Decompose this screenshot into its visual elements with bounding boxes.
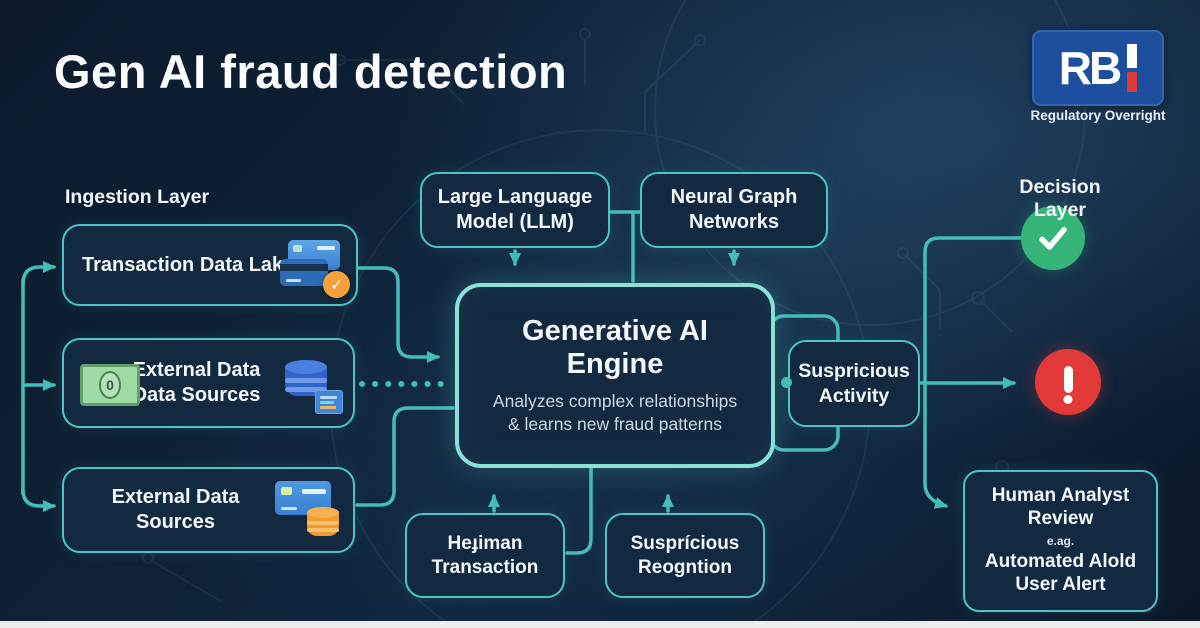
datalake-to-engine	[356, 266, 440, 363]
decision-layer-label: Decision Layer	[1019, 176, 1101, 221]
external-data-sources-box-2: External Data Sources	[62, 467, 355, 553]
automated-alert-label: Automated Alold User Alert	[984, 551, 1137, 595]
cash-icon: 0	[80, 364, 140, 406]
flow-connectors	[21, 210, 1022, 555]
human-analyst-review-box: Human Analyst Review e.ag. Automated Alo…	[963, 470, 1158, 612]
human-review-label: Human Analyst Review	[991, 485, 1130, 530]
llm-label: Large Language Model (LLM)	[437, 186, 593, 233]
transaction-data-lake-box: Transaction Data Lake ✓	[62, 224, 358, 306]
engine-to-transaction	[565, 466, 593, 555]
recognition-input-box: Susprícious Reogntion	[605, 513, 765, 598]
transaction-input-label: Heɟiman Transaction	[431, 532, 539, 578]
rbi-logo-caption: Regulatory Overright	[1030, 108, 1166, 123]
exclamation-icon	[1035, 349, 1101, 415]
database-card-icon	[285, 356, 343, 414]
decision-branch-line	[923, 236, 1022, 509]
check-icon	[1021, 206, 1085, 270]
connector-dot	[781, 377, 792, 388]
engine-title: Generative AI Engine	[522, 315, 708, 380]
llm-box: Large Language Model (LLM)	[420, 172, 610, 248]
external-data-sources-label-1: External Data Data Sources	[132, 359, 261, 406]
transaction-input-box: Heɟiman Transaction	[405, 513, 565, 598]
external-data-sources-label-2: External Data Sources	[111, 486, 240, 533]
rbi-logo-text: RB	[1058, 42, 1122, 94]
credit-cards-check-icon: ✓	[280, 240, 350, 298]
rbi-logo: RB	[1032, 30, 1164, 106]
arrow-to-data-lake	[21, 261, 56, 286]
card-database-icon	[275, 481, 345, 536]
check-badge-icon: ✓	[323, 271, 350, 298]
bottom-strip	[0, 621, 1200, 628]
generative-ai-engine-box: Generative AI Engine Analyzes complex re…	[455, 283, 775, 468]
engine-description: Analyzes complex relationships & learns …	[492, 391, 738, 434]
arrow-to-external-2	[21, 488, 56, 512]
page-title: Gen AI fraud detection	[54, 45, 568, 98]
recognition-input-label: Susprícious Reogntion	[630, 532, 740, 578]
neural-graph-box: Neural Graph Networks	[640, 172, 828, 248]
check-glyph	[1039, 227, 1067, 250]
rbi-logo-i-bar	[1127, 44, 1138, 92]
suspicious-activity-label: Suspricious Activity	[798, 360, 910, 407]
ingestion-layer-label: Ingestion Layer	[65, 186, 210, 208]
external-data-sources-box-1: 0 External Data Data Sources	[62, 338, 355, 428]
external2-to-engine	[355, 406, 455, 507]
human-review-eg: e.ag.	[1046, 534, 1075, 548]
suspicious-activity-box: Suspricious Activity	[788, 340, 920, 427]
transaction-data-lake-label: Transaction Data Lake	[82, 253, 295, 276]
neural-graph-label: Neural Graph Networks	[670, 186, 798, 233]
